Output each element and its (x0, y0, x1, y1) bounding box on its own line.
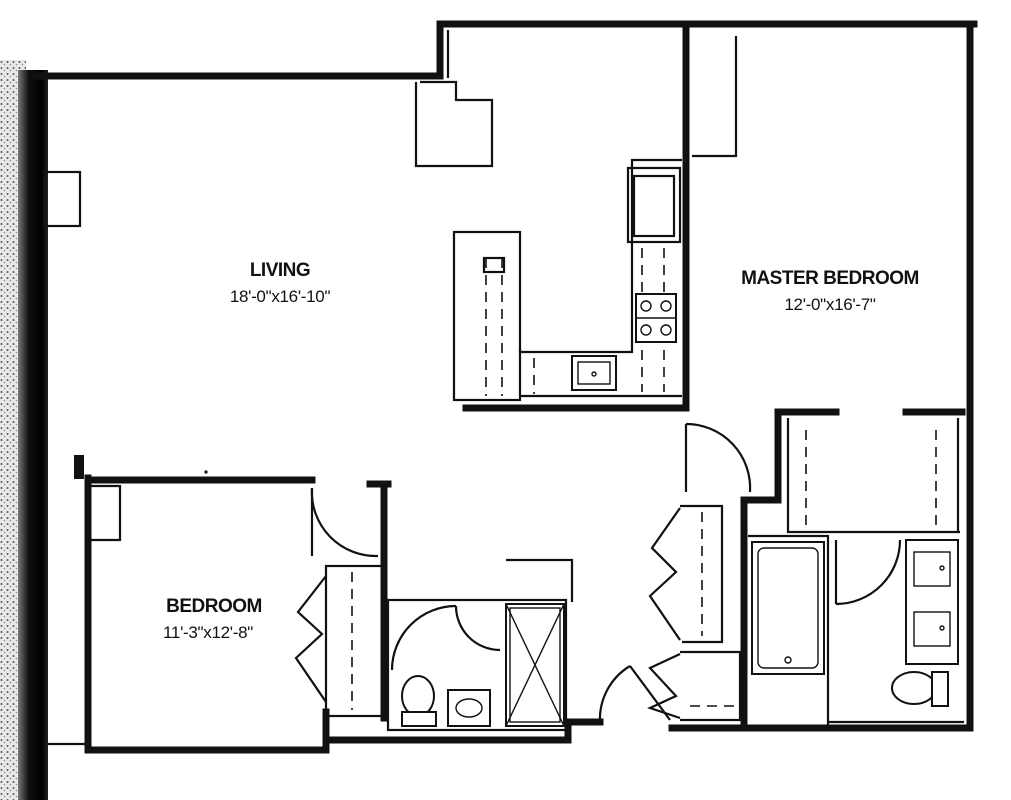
bedroom-dimensions: 11'-3"x12'-8" (163, 623, 253, 642)
bedroom-door (310, 487, 379, 558)
master-bedroom-dimensions: 12'-0"x16'-7" (784, 295, 875, 314)
living-dimensions: 18'-0"x16'-10" (230, 287, 331, 306)
kitchen (452, 158, 682, 402)
dot-mark (204, 470, 208, 474)
master-door (684, 422, 752, 493)
hall-bath (386, 558, 574, 732)
room-labels: LIVING 18'-0"x16'-10" MASTER BEDROOM 12'… (163, 260, 919, 642)
vanity-icon (447, 689, 491, 727)
master-toilet-icon (891, 671, 937, 705)
shaft (414, 30, 494, 168)
master-bath (598, 496, 964, 732)
bathtub-icon (751, 541, 825, 675)
wall-notches (42, 170, 84, 479)
outer-walls (32, 20, 978, 754)
scan-edge (0, 60, 48, 800)
bedroom-label: BEDROOM (166, 596, 262, 617)
master-closets (744, 408, 966, 534)
bedroom-wall (84, 476, 392, 722)
toilet-icon (401, 675, 435, 717)
bedroom-closet (294, 564, 384, 718)
master-bedroom-wall (462, 20, 738, 412)
living-label: LIVING (250, 260, 310, 281)
master-bedroom-label: MASTER BEDROOM (741, 268, 919, 289)
